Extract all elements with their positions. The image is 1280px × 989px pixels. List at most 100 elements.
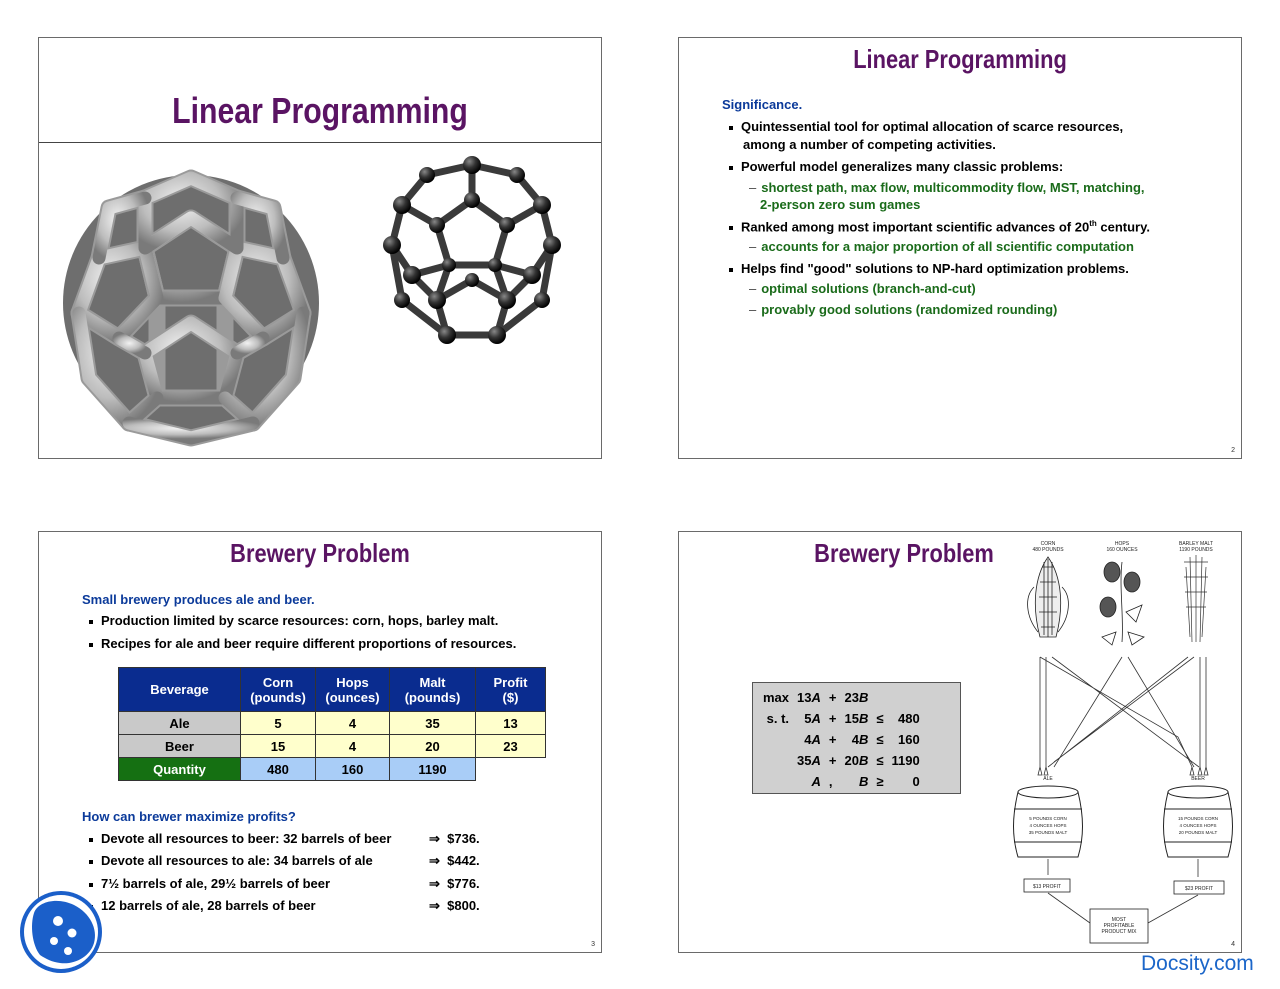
lp-coef: 23B [844, 690, 869, 705]
cell: 20 [389, 734, 476, 758]
corn-illustration [1027, 556, 1069, 638]
sub-bullet: –shortest path, max flow, multicommodity… [749, 180, 1145, 195]
slide-4-title: Brewery Problem [814, 538, 994, 568]
buckyball-tube-model [63, 169, 319, 447]
lp-rel: ≤ [876, 753, 884, 768]
slide-2: Linear Programming Significance. Quintes… [678, 37, 1242, 459]
resource-table: Beverage Corn(pounds) Hops(ounces) Malt(… [118, 667, 546, 781]
option-result: ⇒ $800. [429, 898, 480, 913]
slide-3: Brewery Problem Small brewery produces a… [38, 531, 602, 953]
empty-cell [476, 758, 546, 781]
slide-1: Linear Programming [38, 37, 602, 459]
ale-recipe: 35 POUNDS MALT [1029, 830, 1068, 835]
cell: 160 [315, 757, 390, 781]
lp-op: + [828, 753, 837, 768]
lp-rhs [887, 687, 923, 708]
header-beverage: Beverage [118, 667, 241, 712]
ale-label: ALE [1043, 776, 1053, 782]
beer-recipe: 15 POUNDS CORN [1178, 816, 1218, 821]
row-label: Ale [118, 711, 241, 735]
bullet-item: Recipes for ale and beer require differe… [89, 636, 516, 651]
header-hops: Hops(ounces) [315, 667, 390, 712]
sub-bullet-cont: 2-person zero sum games [760, 197, 921, 212]
sub-bullet: –optimal solutions (branch-and-cut) [749, 281, 976, 296]
row-label: Beer [118, 734, 241, 758]
significance-heading: Significance. [722, 97, 803, 112]
lp-coef: 5A [804, 711, 821, 726]
option-result: ⇒ $736. [429, 831, 480, 846]
lp-rel: ≤ [876, 711, 884, 726]
ale-profit: $13 PROFIT [1033, 884, 1061, 890]
lp-op: + [828, 690, 837, 705]
bullet-item-cont: among a number of competing activities. [743, 137, 996, 152]
header-profit: Profit($) [475, 667, 546, 712]
lp-coef: 35A [797, 753, 821, 768]
lp-coef: 4A [804, 732, 821, 747]
bullet-item: Quintessential tool for optimal allocati… [729, 119, 1123, 134]
lp-rhs: 480 [897, 711, 920, 726]
sub-bullet: –provably good solutions (randomized rou… [749, 302, 1058, 317]
product-mix-text: MOST [1112, 917, 1126, 923]
option-item: 12 barrels of ale, 28 barrels of beer [89, 898, 316, 913]
cell: 23 [475, 734, 546, 758]
ale-profit-box [1023, 878, 1071, 893]
header-corn: Corn(pounds) [240, 667, 316, 712]
table-row-quantity: Quantity 480 160 1190 [118, 757, 546, 781]
ale-recipe: 4 OUNCES HOPS [1029, 823, 1066, 828]
beer-barrel [1163, 785, 1233, 858]
lp-formulation: max 13A + 23B s. t. 5A + 15B ≤ 480 4A + … [752, 682, 961, 794]
slide-2-title: Linear Programming [853, 44, 1067, 74]
table-row-beer: Beer 15 4 20 23 [118, 734, 546, 758]
table-row-ale: Ale 5 4 35 13 [118, 711, 546, 735]
page-number: 3 [591, 941, 595, 948]
product-mix-text: PRODUCT MIX [1102, 929, 1138, 935]
corn-label: CORN [1041, 541, 1056, 547]
title-divider [39, 142, 601, 143]
beer-recipe: 4 OUNCES HOPS [1179, 823, 1216, 828]
beer-label: BEER [1191, 776, 1205, 782]
option-result: ⇒ $442. [429, 853, 480, 868]
hops-label: HOPS [1115, 541, 1130, 547]
row-label: Quantity [118, 757, 241, 781]
lp-coef: 13A [797, 690, 821, 705]
lp-rhs: 0 [912, 774, 920, 789]
cell: 1190 [389, 757, 476, 781]
lp-coef: B [858, 774, 869, 789]
lp-st: s. t. [766, 711, 790, 726]
buckyball-ball-model [383, 156, 561, 344]
lp-rhs: 1190 [891, 753, 920, 768]
slide-1-title: Linear Programming [172, 90, 468, 131]
cell: 480 [240, 757, 316, 781]
lp-op: + [828, 711, 837, 726]
beer-profit-box [1173, 880, 1225, 895]
ale-barrel [1013, 785, 1083, 858]
option-item: Devote all resources to ale: 34 barrels … [89, 853, 373, 868]
malt-label: BARLEY MALT [1179, 541, 1213, 547]
bullet-item: Helps find "good" solutions to NP-hard o… [729, 261, 1129, 276]
lp-rel: ≥ [876, 774, 884, 789]
slide-3-title: Brewery Problem [230, 538, 410, 568]
lp-rhs: 160 [897, 732, 920, 747]
bullet-item: Powerful model generalizes many classic … [729, 159, 1063, 174]
lp-coef: A [811, 774, 821, 789]
lp-rel [872, 687, 887, 708]
corn-amount: 480 POUNDS [1032, 547, 1064, 553]
cell: 5 [240, 711, 316, 735]
brewery-heading: Small brewery produces ale and beer. [82, 592, 315, 607]
lp-rel: ≤ [876, 732, 884, 747]
docsity-logo-icon [20, 891, 102, 973]
question-heading: How can brewer maximize profits? [82, 809, 296, 824]
brewery-flow-diagram: CORN 480 POUNDS HOPS 160 OUNCES BARLEY M… [1013, 541, 1233, 944]
docsity-watermark[interactable]: Docsity.com [1141, 952, 1254, 975]
lp-coef: 20B [844, 753, 869, 768]
lp-op: , [828, 774, 833, 789]
header-malt: Malt(pounds) [389, 667, 476, 712]
ale-recipe: 5 POUNDS CORN [1029, 816, 1067, 821]
lp-op: + [828, 732, 837, 747]
option-item: Devote all resources to beer: 32 barrels… [89, 831, 391, 846]
barley-illustration [1184, 555, 1208, 643]
lp-coef: 15B [844, 711, 869, 726]
cell: 15 [240, 734, 316, 758]
beer-recipe: 20 POUNDS MALT [1179, 830, 1218, 835]
lp-coef: 4B [851, 732, 869, 747]
